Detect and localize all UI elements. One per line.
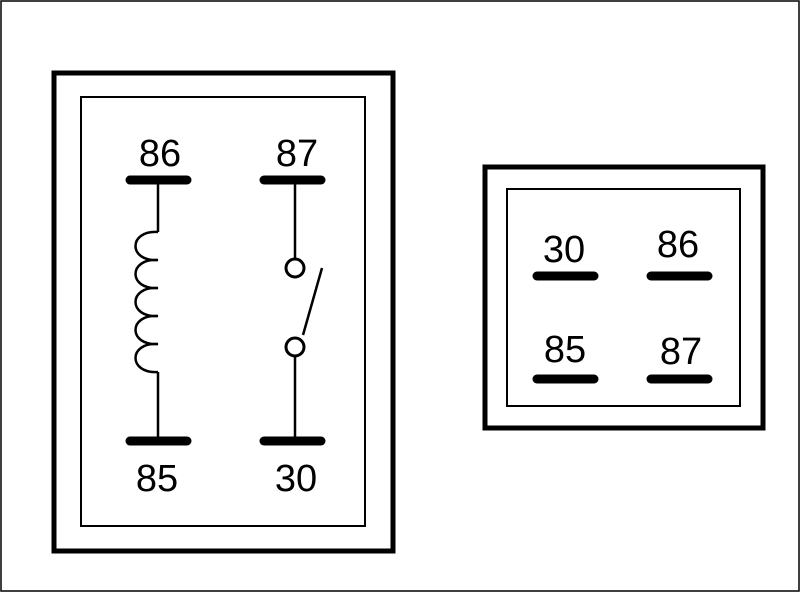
pinout-inner-frame	[506, 188, 741, 407]
switch-contact-top	[284, 257, 306, 279]
relay-schematic: 86 87 85 30	[51, 70, 396, 554]
pinout-outer-frame	[482, 164, 766, 431]
coil-winding	[134, 230, 159, 374]
switch	[259, 175, 326, 446]
switch-contact-bottom	[284, 336, 306, 358]
pinout-label-top-left: 30	[543, 229, 585, 271]
relay-pinout: 30 86 85 87	[482, 164, 766, 431]
schematic-inner-frame	[80, 96, 366, 527]
pinout-label-bottom-right: 87	[660, 331, 702, 373]
coil	[125, 175, 192, 446]
label-coil-top: 86	[139, 133, 181, 175]
label-coil-bottom: 85	[136, 458, 178, 500]
switch-blade	[301, 267, 324, 336]
pinout-label-top-right: 86	[657, 224, 699, 266]
pinout-label-bottom-left: 85	[544, 329, 586, 371]
label-switch-bottom: 30	[275, 458, 317, 500]
label-switch-top: 87	[276, 133, 318, 175]
schematic-outer-frame	[51, 70, 396, 554]
